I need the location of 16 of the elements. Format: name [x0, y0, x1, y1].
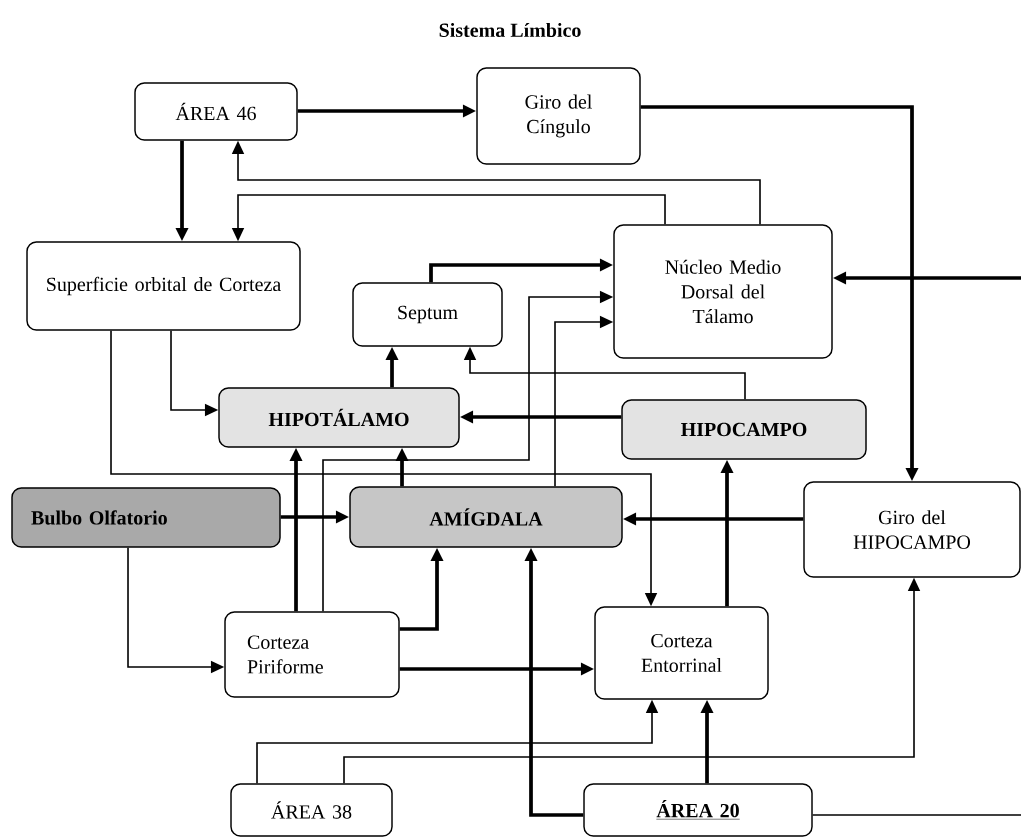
region-box: Giro del HIPOCAMPO — [803, 481, 1021, 578]
region-box: Giro del Cíngulo — [476, 67, 641, 165]
region-box: Bulbo Olfatorio — [11, 487, 281, 548]
region-box: HIPOTÁLAMO — [218, 387, 460, 448]
connector-line — [811, 814, 1021, 816]
region-box: Septum — [352, 282, 503, 347]
region-box: HIPOCAMPO — [621, 399, 867, 460]
region-box: AMÍGDALA — [349, 486, 623, 548]
region-box: ÁREA 20 — [583, 783, 813, 837]
region-box: ÁREA 46 — [134, 82, 298, 141]
region-box: Núcleo Medio Dorsal del Tálamo — [613, 224, 833, 359]
region-box: Corteza Piriforme — [224, 611, 400, 698]
region-box: ÁREA 38 — [230, 783, 393, 837]
region-box: Corteza Entorrinal — [594, 606, 769, 700]
title: Sistema Límbico — [439, 22, 581, 38]
region-box: Superficie orbital de Corteza — [26, 241, 301, 331]
